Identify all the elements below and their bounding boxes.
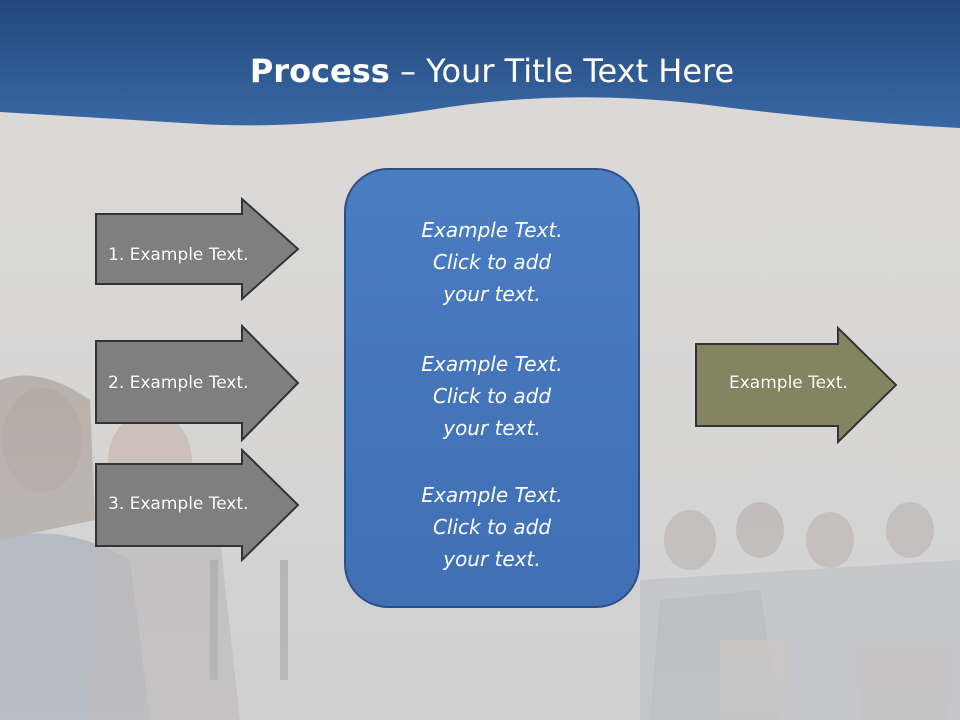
left-arrow-2[interactable]	[94, 324, 302, 442]
title-bold: Process	[249, 52, 390, 90]
center-item-1-line-2: Click to add	[432, 250, 552, 274]
right-arrow[interactable]	[694, 326, 900, 444]
center-item-3-line-1: Example Text.	[421, 483, 563, 507]
center-item-3-line-3: your text.	[443, 547, 541, 571]
left-arrow-1-label: 1. Example Text.	[108, 245, 249, 265]
center-item-1-line-1: Example Text.	[421, 218, 563, 242]
right-arrow-label: Example Text.	[729, 373, 848, 393]
center-item-2-line-2: Click to add	[432, 384, 552, 408]
center-item-3[interactable]: Example Text. Click to add your text.	[346, 479, 638, 575]
slide-title: Process – Your Title Text Here	[0, 52, 960, 90]
center-item-1-line-3: your text.	[443, 282, 541, 306]
center-item-3-line-2: Click to add	[432, 515, 552, 539]
center-item-1[interactable]: Example Text. Click to add your text.	[346, 214, 638, 310]
header-banner	[0, 0, 960, 128]
left-arrow-3-label: 3. Example Text.	[108, 494, 249, 514]
center-item-2-line-1: Example Text.	[421, 352, 563, 376]
left-arrow-1[interactable]	[94, 197, 302, 301]
left-arrow-2-label: 2. Example Text.	[108, 373, 249, 393]
center-item-2[interactable]: Example Text. Click to add your text.	[346, 348, 638, 444]
left-arrow-3[interactable]	[94, 448, 302, 562]
title-rest: – Your Title Text Here	[389, 52, 735, 90]
center-content-box[interactable]: Example Text. Click to add your text. Ex…	[344, 168, 640, 608]
center-item-2-line-3: your text.	[443, 416, 541, 440]
